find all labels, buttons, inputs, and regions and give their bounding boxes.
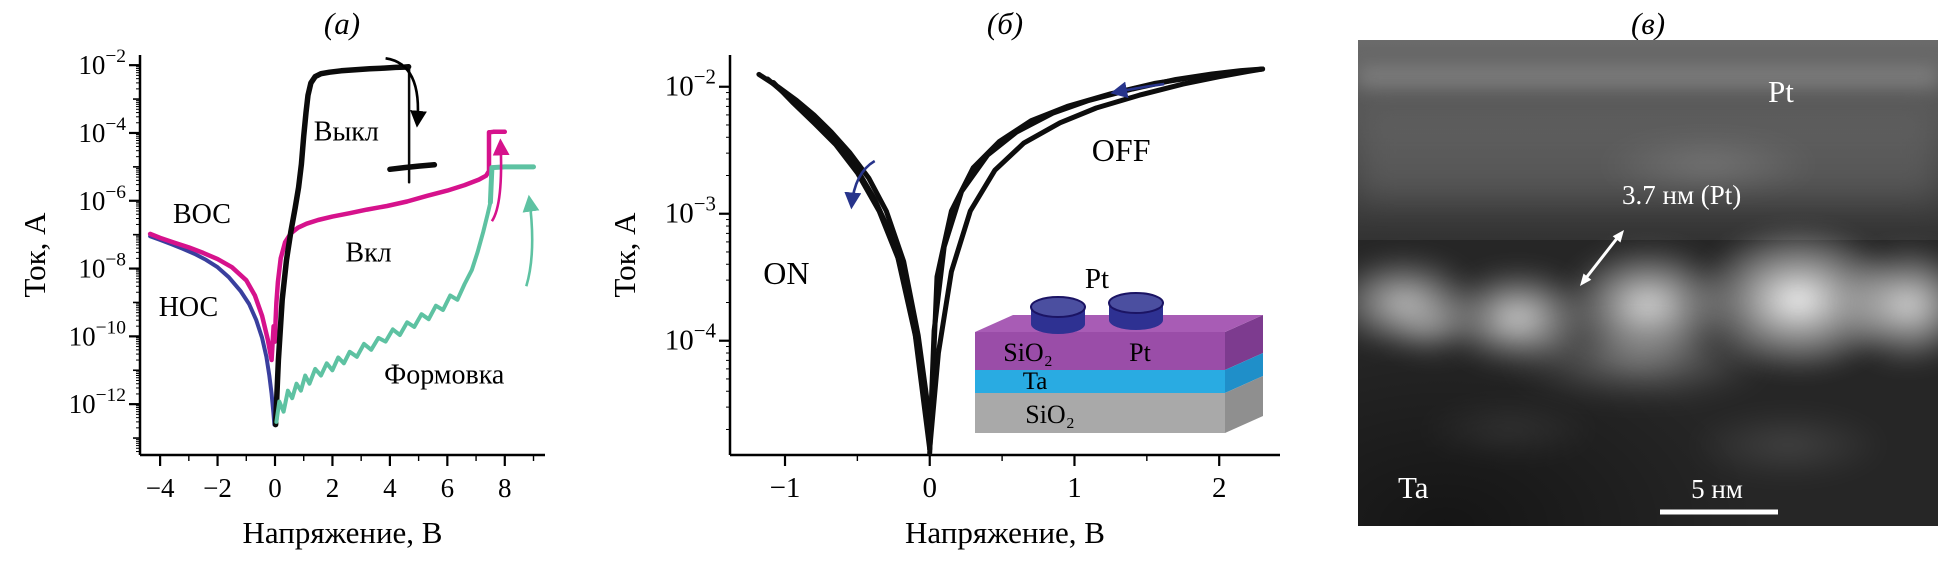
tem-scalebar-label: 5 нм — [1691, 474, 1743, 504]
series-hrs-negative-branch — [148, 234, 277, 427]
tem-faint-blob — [1688, 410, 1888, 480]
pt-electrode-cylinder-top — [1030, 296, 1086, 318]
y-axis-label: Ток, А — [17, 212, 52, 298]
annotation-Вкл: Вкл — [345, 238, 391, 269]
x-axis-label: Напряжение, В — [905, 515, 1105, 550]
direction-arrow — [1110, 81, 1165, 99]
x-axis-label: Напряжение, В — [243, 515, 443, 550]
layer-ta-front — [975, 370, 1225, 393]
y-tick-label: 10−3 — [665, 192, 716, 230]
series-set-sweep-magenta — [147, 129, 508, 363]
layer-side-face — [1225, 315, 1263, 370]
axes: −4 −2 0 2 4 6 8 10−2 10−4 10−6 10−8 10−10 10−12Напря… — [17, 46, 545, 550]
tem-bright-blob — [1388, 295, 1478, 355]
tem-faint-blob — [1598, 135, 1818, 195]
series-forming-after-jump-teal — [487, 164, 536, 205]
direction-arrow — [522, 194, 540, 287]
annotation-ВОС: ВОС — [173, 199, 231, 230]
layer-sio2-base-front — [975, 393, 1225, 433]
y-tick-label: 10−2 — [78, 46, 126, 80]
y-tick-label: 10−10 — [69, 317, 126, 351]
tem-label-ta: Ta — [1398, 470, 1429, 505]
inset-label-Pt: Pt — [1129, 338, 1151, 367]
x-tick-label: 6 — [441, 473, 455, 503]
panel-c: (в) Pt Ta 3.7 нм (Pt) — [1300, 0, 1952, 574]
x-tick-label: 0 — [268, 473, 282, 503]
inset-label-SiO₂: SiO₂ — [1003, 338, 1053, 367]
x-tick-label: −2 — [203, 473, 232, 503]
series-reset-sweep-black — [272, 63, 412, 428]
y-tick-label: 10−6 — [78, 182, 126, 216]
layer-side-face — [1225, 376, 1263, 433]
panel-c-label: (в) — [1630, 6, 1666, 41]
series-post-reset-segment-black — [387, 162, 438, 173]
y-axis-label: Ток, А — [607, 212, 642, 298]
x-tick-label: −1 — [770, 472, 801, 504]
tem-vignette — [1358, 40, 1938, 526]
series-forming-teal — [274, 200, 493, 424]
annotation-НОС: НОС — [159, 292, 218, 323]
tem-micrograph: Pt Ta 3.7 нм (Pt) 5 нм — [1358, 40, 1938, 526]
x-tick-label: 2 — [326, 473, 340, 503]
panel-b-label: (б) — [986, 6, 1024, 41]
y-tick-label: 10−8 — [78, 250, 126, 284]
series-hysteresis-pos-return-2 — [927, 66, 1266, 456]
pt-electrode-cylinder-top — [1108, 292, 1164, 314]
inset-label-Ta: Ta — [1023, 368, 1048, 395]
inset-label-SiO₂: SiO₂ — [1025, 400, 1075, 429]
annotation-Выкл: Выкл — [314, 117, 379, 148]
chart-a-iv-curves: −4 −2 0 2 4 6 8 10−2 10−4 10−6 10−8 10−10 10−12Напря… — [17, 46, 545, 550]
tem-measurement-label: 3.7 нм (Pt) — [1622, 180, 1742, 210]
layer-side-face — [1225, 353, 1263, 393]
tem-bright-blob — [1508, 325, 1768, 395]
tem-texture-streak — [1358, 108, 1938, 200]
panel-a-label: (а) — [323, 6, 361, 41]
direction-arrow — [844, 159, 876, 210]
annotation-OFF: OFF — [1092, 132, 1151, 168]
y-tick-label: 10−4 — [78, 114, 126, 148]
x-tick-label: 0 — [922, 472, 937, 504]
inset-label-Pt: Pt — [1085, 263, 1109, 295]
x-tick-label: −4 — [146, 473, 175, 503]
direction-arrow — [385, 57, 427, 128]
x-tick-label: 1 — [1067, 472, 1082, 504]
x-tick-label: 2 — [1212, 472, 1227, 504]
series-hysteresis-pos-up — [927, 66, 1266, 452]
y-tick-label: 10−12 — [69, 385, 126, 419]
x-tick-label: 4 — [383, 473, 397, 503]
direction-arrow — [490, 138, 510, 222]
series-hysteresis-neg-3 — [770, 80, 933, 452]
y-tick-label: 10−4 — [665, 319, 717, 357]
x-tick-label: 8 — [498, 473, 512, 503]
tem-faint-blob — [1418, 400, 1598, 460]
annotation-ON: ON — [763, 255, 809, 291]
annotation-Формовка: Формовка — [384, 360, 505, 391]
tem-texture-streak — [1358, 66, 1938, 88]
y-tick-label: 10−2 — [665, 65, 716, 103]
layer-sio2-pt-front — [975, 332, 1225, 370]
tem-label-pt: Pt — [1768, 74, 1794, 109]
